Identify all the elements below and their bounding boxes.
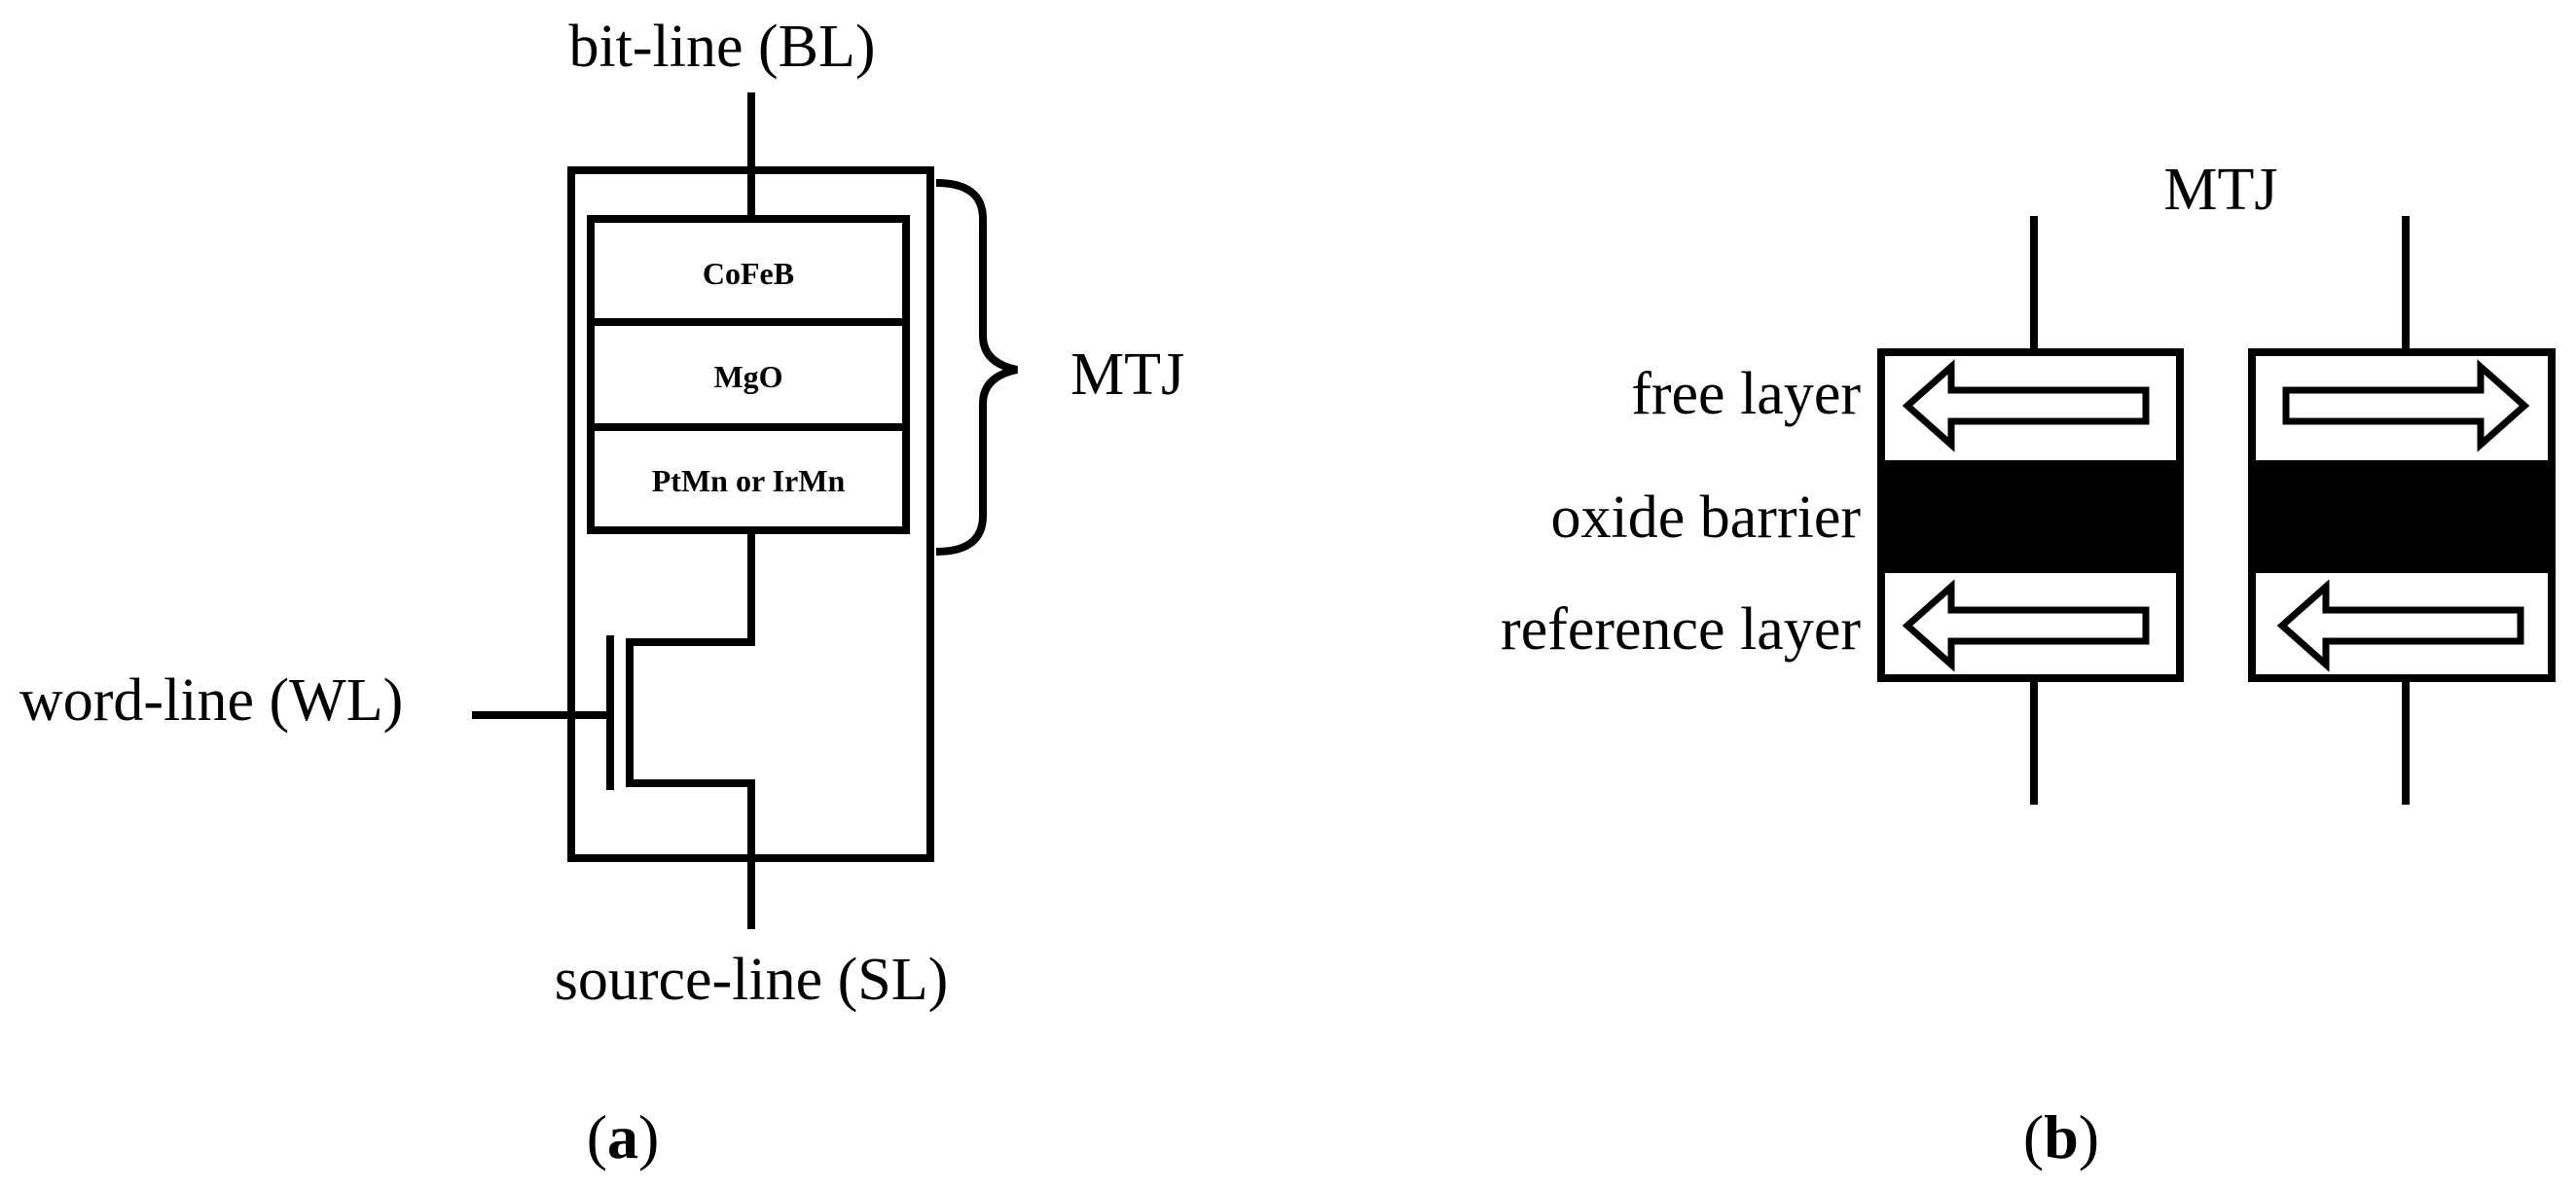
left-reference-arrow-icon bbox=[1902, 579, 2150, 672]
panel-a-caption: (a) bbox=[587, 1102, 660, 1171]
right-oxide-barrier bbox=[2252, 460, 2552, 573]
reference-layer-label: reference layer bbox=[1501, 596, 1861, 663]
left-oxide-barrier bbox=[1881, 460, 2180, 573]
panel-a bbox=[472, 92, 1018, 929]
right-reference-arrow-icon bbox=[2276, 579, 2524, 672]
mtj-label-b: MTJ bbox=[2163, 157, 2277, 223]
bit-line-label: bit-line (BL) bbox=[568, 14, 875, 80]
drain-wire bbox=[626, 530, 755, 929]
layer-ptmn-label: PtMn or IrMn bbox=[652, 463, 846, 498]
mtj-label-a: MTJ bbox=[1070, 342, 1184, 408]
panel-b-caption: (b) bbox=[2023, 1102, 2099, 1171]
layer-cofeb-label: CoFeB bbox=[703, 256, 794, 291]
free-layer-label: free layer bbox=[1631, 361, 1861, 427]
word-line-label: word-line (WL) bbox=[19, 667, 403, 734]
source-line-label: source-line (SL) bbox=[555, 947, 949, 1013]
layer-mgo-label: MgO bbox=[713, 359, 782, 394]
mtj-brace bbox=[935, 179, 1018, 556]
left-free-arrow-icon bbox=[1902, 359, 2150, 452]
oxide-barrier-label: oxide barrier bbox=[1551, 485, 1862, 551]
right-free-arrow-icon bbox=[2282, 359, 2530, 452]
